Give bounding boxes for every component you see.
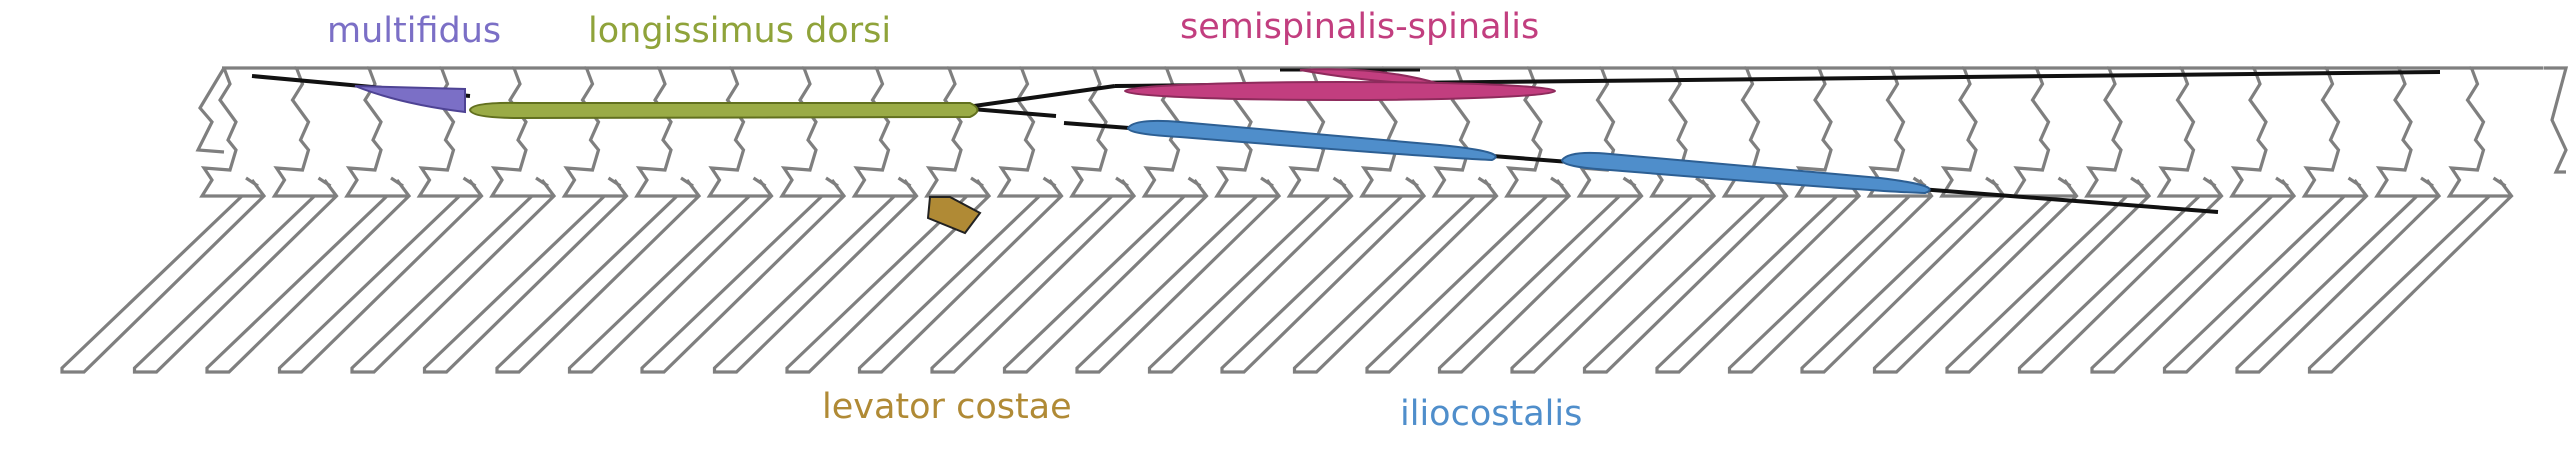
vertebra-28 (2017, 66, 2254, 374)
levator-costae-belly (926, 196, 982, 235)
vertebra-rib-21 (1510, 66, 1746, 374)
vertebra-rib-20 (1437, 66, 1674, 374)
vertebra-2 (132, 66, 369, 374)
vertebra-20 (1437, 66, 1674, 374)
longissimus-belly (468, 101, 979, 120)
label-semispinalis-spinalis: semispinalis-spinalis (1180, 7, 1540, 47)
vertebra-rib-12 (857, 66, 1094, 374)
vertebra-3 (205, 66, 441, 374)
longissimus-tendon-fork (959, 84, 1116, 110)
label-multifidus: multifidus (327, 11, 502, 51)
vertebra-rib-24 (1727, 66, 1964, 374)
vertebra-rib-27 (1945, 66, 2181, 374)
vertebra-1 (60, 66, 296, 374)
vertebra-7 (495, 66, 731, 374)
vertebra-14 (1002, 66, 1239, 374)
vertebra-rib-26 (1872, 66, 2109, 374)
vertebra-rib-32 (2307, 66, 2544, 374)
label-longissimus-dorsi: longissimus dorsi (588, 11, 892, 51)
vertebra-rib-7 (495, 66, 731, 374)
vertebra-rib-25 (1800, 66, 2036, 374)
vertebra-rib-14 (1002, 66, 1239, 374)
vertebra-rib-16 (1147, 66, 1384, 374)
vertebra-24 (1727, 66, 1964, 374)
vertebra-22 (1582, 66, 1819, 374)
vertebra-rib-22 (1582, 66, 1819, 374)
vertebra-rib-29 (2090, 66, 2326, 374)
iliocostalis-belly-2 (1560, 151, 1931, 195)
vertebral-column (60, 66, 2569, 374)
vertebra-26 (1872, 66, 2109, 374)
vertebra-rib-1 (60, 66, 296, 374)
label-levator-costae: levator costae (822, 387, 1072, 427)
vertebra-rib-23 (1655, 66, 1891, 374)
vertebra-32 (2307, 66, 2544, 374)
vertebra-12 (857, 66, 1094, 374)
vertebra-10 (712, 66, 949, 374)
vertebra-rib-15 (1075, 66, 1311, 374)
vertebra-25 (1800, 66, 2036, 374)
vertebra-rib-3 (205, 66, 441, 374)
vertebral-column-left-end (195, 67, 226, 154)
vertebra-rib-11 (785, 66, 1021, 374)
vertebra-rib-6 (422, 66, 659, 374)
vertebra-6 (422, 66, 659, 374)
vertebra-rib-5 (350, 66, 586, 374)
muscle-layer (251, 68, 2441, 235)
vertebra-4 (277, 66, 514, 374)
vertebra-23 (1655, 66, 1891, 374)
semispinalis-belly (1124, 81, 1556, 101)
vertebra-rib-19 (1365, 66, 1601, 374)
vertebra-rib-10 (712, 66, 949, 374)
vertebra-8 (567, 66, 804, 374)
vertebra-11 (785, 66, 1021, 374)
vertebra-9 (640, 66, 876, 374)
vertebra-15 (1075, 66, 1311, 374)
vertebra-19 (1365, 66, 1601, 374)
vertebra-13 (930, 66, 1166, 374)
vertebra-rib-28 (2017, 66, 2254, 374)
iliocostalis-belly-1 (1126, 119, 1497, 162)
multifidus-belly (354, 85, 466, 114)
vertebra-rib-31 (2235, 66, 2471, 374)
vertebra-rib-9 (640, 66, 876, 374)
vertebral-column-right-end (2544, 66, 2569, 174)
vertebra-rib-30 (2162, 66, 2399, 374)
vertebra-rib-13 (930, 66, 1166, 374)
vertebra-29 (2090, 66, 2326, 374)
vertebra-16 (1147, 66, 1384, 374)
label-iliocostalis: iliocostalis (1400, 394, 1583, 434)
vertebra-30 (2162, 66, 2399, 374)
vertebra-21 (1510, 66, 1746, 374)
vertebra-rib-8 (567, 66, 804, 374)
vertebra-31 (2235, 66, 2471, 374)
vertebra-27 (1945, 66, 2181, 374)
vertebra-rib-2 (132, 66, 369, 374)
vertebra-rib-4 (277, 66, 514, 374)
vertebra-5 (350, 66, 586, 374)
